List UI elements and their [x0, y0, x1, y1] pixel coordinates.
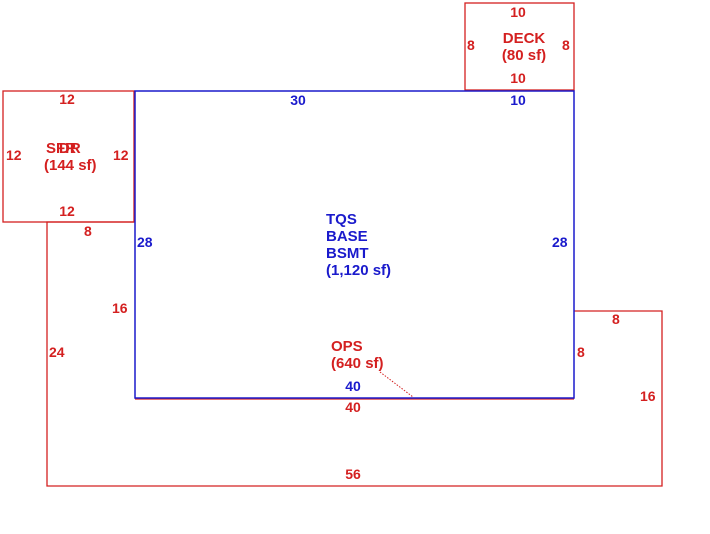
base-line-3: BSMT — [326, 245, 369, 262]
ops-label: OPS (640 sf) — [331, 338, 384, 372]
sfdr-name-b: DR — [59, 140, 81, 157]
base-left-dimension: 28 — [137, 234, 153, 250]
ops-bottom-dimension: 56 — [345, 466, 361, 482]
ops-name: OPS — [331, 338, 363, 355]
sfdr-left-dimension: 12 — [6, 147, 22, 163]
deck-top-dimension: 10 — [510, 4, 526, 20]
sfdr-bottom-dimension: 12 — [59, 203, 75, 219]
deck-right-dimension: 8 — [562, 37, 570, 53]
ops-left-outer-dimension: 24 — [49, 344, 65, 360]
deck-area: (80 sf) — [501, 47, 547, 64]
base-bottom-dimension: 40 — [345, 378, 361, 394]
base-outline — [134, 90, 575, 399]
base-line-2: BASE — [326, 228, 368, 245]
base-top-right-dimension: 10 — [510, 92, 526, 108]
sfdr-name-overlap: SFR DR — [46, 140, 81, 157]
base-label: TQS BASE BSMT (1,120 sf) — [326, 211, 391, 279]
base-line-1: TQS — [326, 211, 357, 228]
ops-area: (640 sf) — [331, 355, 384, 372]
ops-left-mid-dimension: 16 — [112, 300, 128, 316]
sfdr-name-a: SFR — [46, 140, 76, 157]
base-top-dimension: 30 — [290, 92, 306, 108]
base-right-dimension: 28 — [552, 234, 568, 250]
ops-bottom-inner-dimension: 40 — [345, 399, 361, 415]
ops-right-inner-dimension: 8 — [577, 344, 585, 360]
sfdr-area: (144 sf) — [44, 157, 97, 174]
sfdr-right-dimension: 12 — [113, 147, 129, 163]
sfdr-outline — [2, 90, 135, 223]
ops-left-top-dimension: 8 — [84, 223, 92, 239]
ops-right-dimension: 16 — [640, 388, 656, 404]
sfdr-top-dimension: 12 — [59, 91, 75, 107]
deck-label: DECK (80 sf) — [502, 30, 546, 64]
deck-left-dimension: 8 — [467, 37, 475, 53]
ops-leader-line — [379, 371, 414, 398]
base-area: (1,120 sf) — [326, 262, 392, 279]
deck-outline — [464, 2, 575, 91]
ops-right-top-dimension: 8 — [612, 311, 620, 327]
deck-bottom-dimension: 10 — [510, 70, 526, 86]
deck-name: DECK — [502, 30, 546, 47]
